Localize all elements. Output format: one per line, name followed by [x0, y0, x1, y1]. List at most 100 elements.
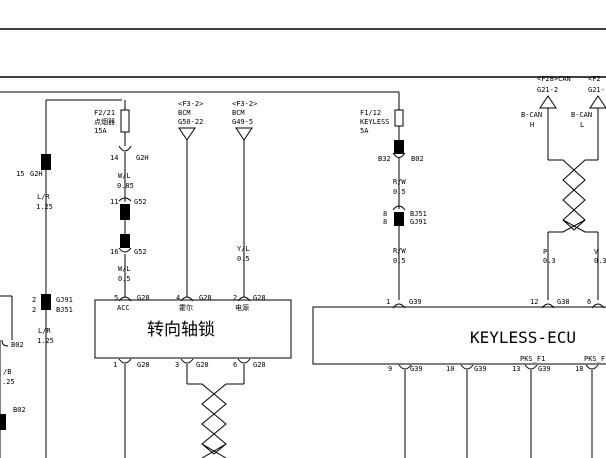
connector-name: G39	[538, 365, 551, 373]
wire-size: 0.5	[393, 188, 406, 196]
pin-label: 2	[32, 296, 36, 304]
wire-color: W/L	[118, 172, 131, 180]
wire-size: 1.25	[36, 203, 53, 211]
connector-name: B02	[13, 406, 26, 414]
module-title: KEYLESS-ECU	[470, 328, 576, 347]
wire-size: 1.25	[37, 337, 54, 345]
ref-name: BCM	[178, 109, 191, 117]
wire-color: L/R	[37, 193, 50, 201]
keyless-power-circuit: F1/12 KEYLESS 5A B32 B02 R/W 0.5 8 BJ51 …	[360, 92, 427, 300]
twisted-pair-lock	[187, 383, 244, 458]
pin-label: 2	[233, 294, 237, 302]
connector-name: B02	[411, 155, 424, 163]
pin-label: 16	[110, 248, 118, 256]
pin-label: 1	[386, 298, 390, 306]
connector-name: BJ51	[56, 306, 73, 314]
wire-size: 0.5	[237, 255, 250, 263]
pin-function: 霍尔	[179, 303, 193, 312]
bcm-references: <F3-2> BCM G50-22 <F3-2> BCM G49-5 Y/L 0…	[178, 100, 257, 297]
wire-color: P	[543, 248, 547, 256]
wire-color: L/R	[38, 327, 51, 335]
connector-name: G38	[557, 298, 570, 306]
wire-color: R/W	[393, 178, 406, 186]
ref-conn: G21-	[588, 86, 605, 94]
pin-function: 电源	[235, 303, 249, 312]
ref-code: <F3-2>	[232, 100, 257, 108]
ref-conn: G21-2	[537, 86, 558, 94]
connector-name: B02	[11, 341, 24, 349]
fuse-name: KEYLESS	[360, 118, 390, 126]
can-label: B-CAN	[571, 111, 592, 119]
connector-b02-left	[0, 414, 6, 430]
pin-label: 5	[114, 294, 118, 302]
fuse-id: F1/12	[360, 109, 381, 117]
connector-name: G39	[409, 298, 422, 306]
pin-label: 2	[32, 306, 36, 314]
connector-name: G52	[134, 248, 147, 256]
pin-label: 6	[233, 361, 237, 369]
wire-size: 0.85	[117, 182, 134, 190]
ref-conn: G49-5	[232, 118, 253, 126]
pin-label: 18	[575, 365, 583, 373]
fuse-id: F2/21	[94, 109, 115, 117]
can-label: B-CAN	[521, 111, 542, 119]
connector-g52	[120, 204, 130, 220]
pin-label: 14	[110, 154, 118, 162]
connector-b32	[394, 140, 404, 154]
pin-label: 8	[383, 210, 387, 218]
pin-function: PKS_F	[584, 355, 605, 363]
can-label: L	[580, 121, 584, 129]
wire-color: R/W	[393, 247, 406, 255]
connector-name: G39	[410, 365, 423, 373]
wire-color: /B	[3, 368, 11, 376]
pin-label: 10	[446, 365, 454, 373]
connector-name: G28	[196, 361, 209, 369]
fuse-amp: 5A	[360, 127, 369, 135]
ref-code: <F28>CAN	[537, 75, 571, 83]
can-label: H	[530, 121, 534, 129]
pin-function: ACC	[117, 304, 130, 312]
pin-label: 11	[110, 198, 118, 206]
connector-name: G28	[253, 361, 266, 369]
connector-name: G39	[474, 365, 487, 373]
connector-name: G2H	[136, 154, 149, 162]
pin-label: 9	[388, 365, 392, 373]
connector-name: G28	[137, 294, 150, 302]
pin-label: 6	[587, 298, 591, 306]
wire-size: 0.3	[543, 257, 556, 265]
ref-conn: G50-22	[178, 118, 203, 126]
ref-name: BCM	[232, 109, 245, 117]
connector-name: G28	[253, 294, 266, 302]
keyless-ecu-module: 1 G39 12 G38 6 KEYLESS-ECU PKS_F1 PKS_F …	[312, 298, 606, 373]
ref-code: <F3-2>	[178, 100, 203, 108]
pin-label: 1	[113, 361, 117, 369]
fuse-1	[120, 109, 130, 133]
connector-name: GJ91	[56, 296, 73, 304]
fuse-name: 点烟器	[94, 117, 115, 126]
connector-gj91-left	[41, 294, 51, 310]
connector-bj51	[394, 212, 404, 226]
steering-lock-module: 5 G28 ACC 4 G28 霍尔 2 G28 电源 转向轴锁 1 G28 3…	[94, 294, 292, 369]
connector-name: G52	[134, 198, 147, 206]
acc-circuit: F2/21 点烟器 15A 14 G2H W/L 0.85 11 G52 16 …	[94, 100, 149, 297]
connector-name: G28	[137, 361, 150, 369]
wire-size: .25	[2, 378, 15, 386]
wire-size: 0.5	[393, 257, 406, 265]
connector-name: G2H	[30, 170, 43, 178]
wire-color: Y/L	[237, 245, 250, 253]
connector-g52-b	[120, 234, 130, 248]
connector-name: GJ91	[410, 218, 427, 226]
pin-label: 4	[176, 294, 180, 302]
wire-size: 0.5	[118, 275, 131, 283]
wire-size: 0.3	[594, 257, 606, 265]
fuse-2	[394, 109, 404, 127]
ref-code: <F2	[588, 75, 601, 83]
pin-label: 13	[512, 365, 520, 373]
pin-function: PKS_F1	[520, 355, 545, 363]
pin-label: B32	[378, 155, 391, 163]
connector-name: G28	[199, 294, 212, 302]
wire-color: V	[594, 248, 599, 256]
pin-label: 15	[16, 170, 24, 178]
pin-label: 12	[530, 298, 538, 306]
